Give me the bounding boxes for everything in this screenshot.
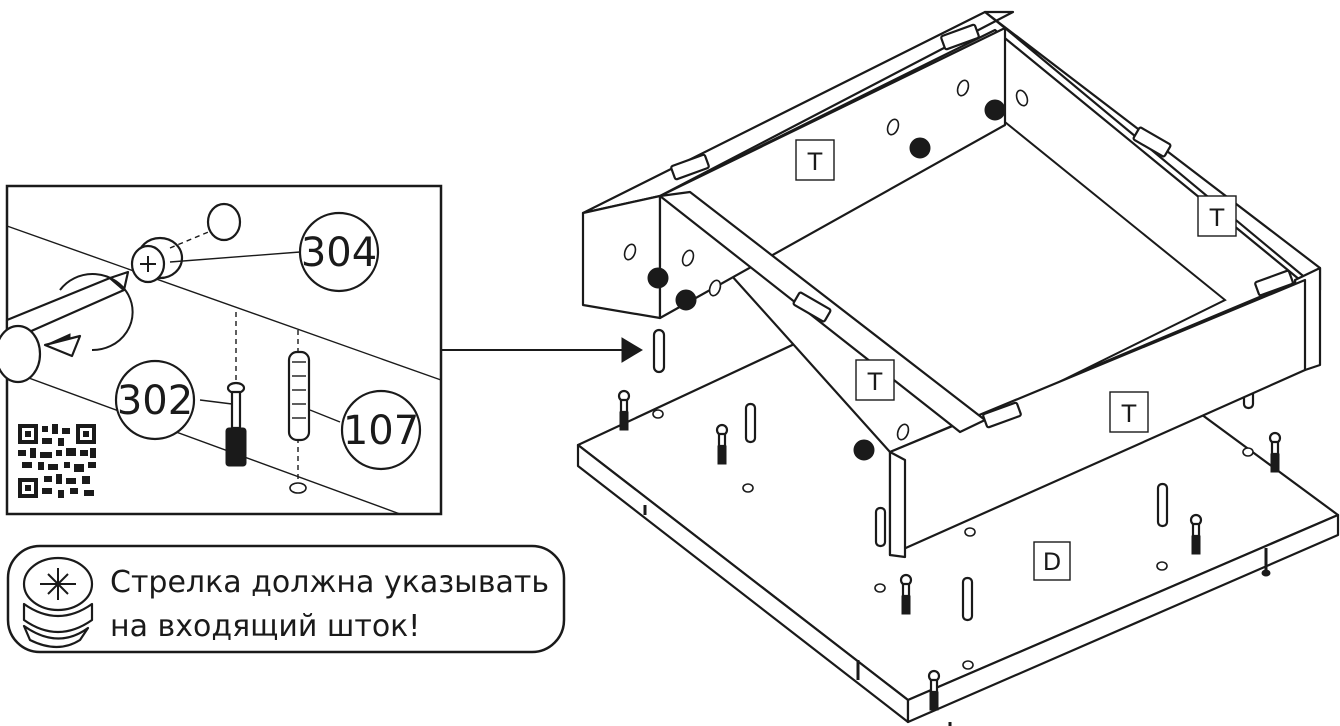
pointer-arrow-icon	[441, 337, 643, 363]
callout-302: 302	[117, 378, 193, 424]
cam-lock-icon	[22, 556, 94, 649]
note-line-1: Стрелка должна указывать	[110, 565, 549, 600]
detail-inset: 304 302 107	[0, 184, 443, 516]
panel-label-top-front-right: T	[1121, 400, 1137, 428]
panel-label-top-right: T	[1209, 204, 1225, 232]
panel-label-top-front-left: T	[867, 368, 883, 396]
dowel-107: 107	[287, 330, 422, 494]
cam-lock-304: 304	[130, 202, 380, 293]
screwdriver	[0, 270, 134, 384]
top-frame: T T T T	[581, 10, 1322, 559]
cam-bolt-302: 302	[114, 312, 247, 467]
note-line-2: на входящий шток!	[110, 609, 420, 644]
cam-lock	[647, 99, 1006, 461]
callout-304: 304	[301, 230, 377, 276]
qr-code-icon	[18, 424, 96, 498]
bracket	[670, 23, 1294, 429]
callout-107: 107	[343, 408, 419, 454]
panel-label-base: D	[1043, 548, 1061, 576]
panel-label-top-back: T	[807, 148, 823, 176]
dowel-pin	[652, 328, 666, 374]
warning-note: Стрелка должна указывать на входящий што…	[6, 544, 566, 654]
